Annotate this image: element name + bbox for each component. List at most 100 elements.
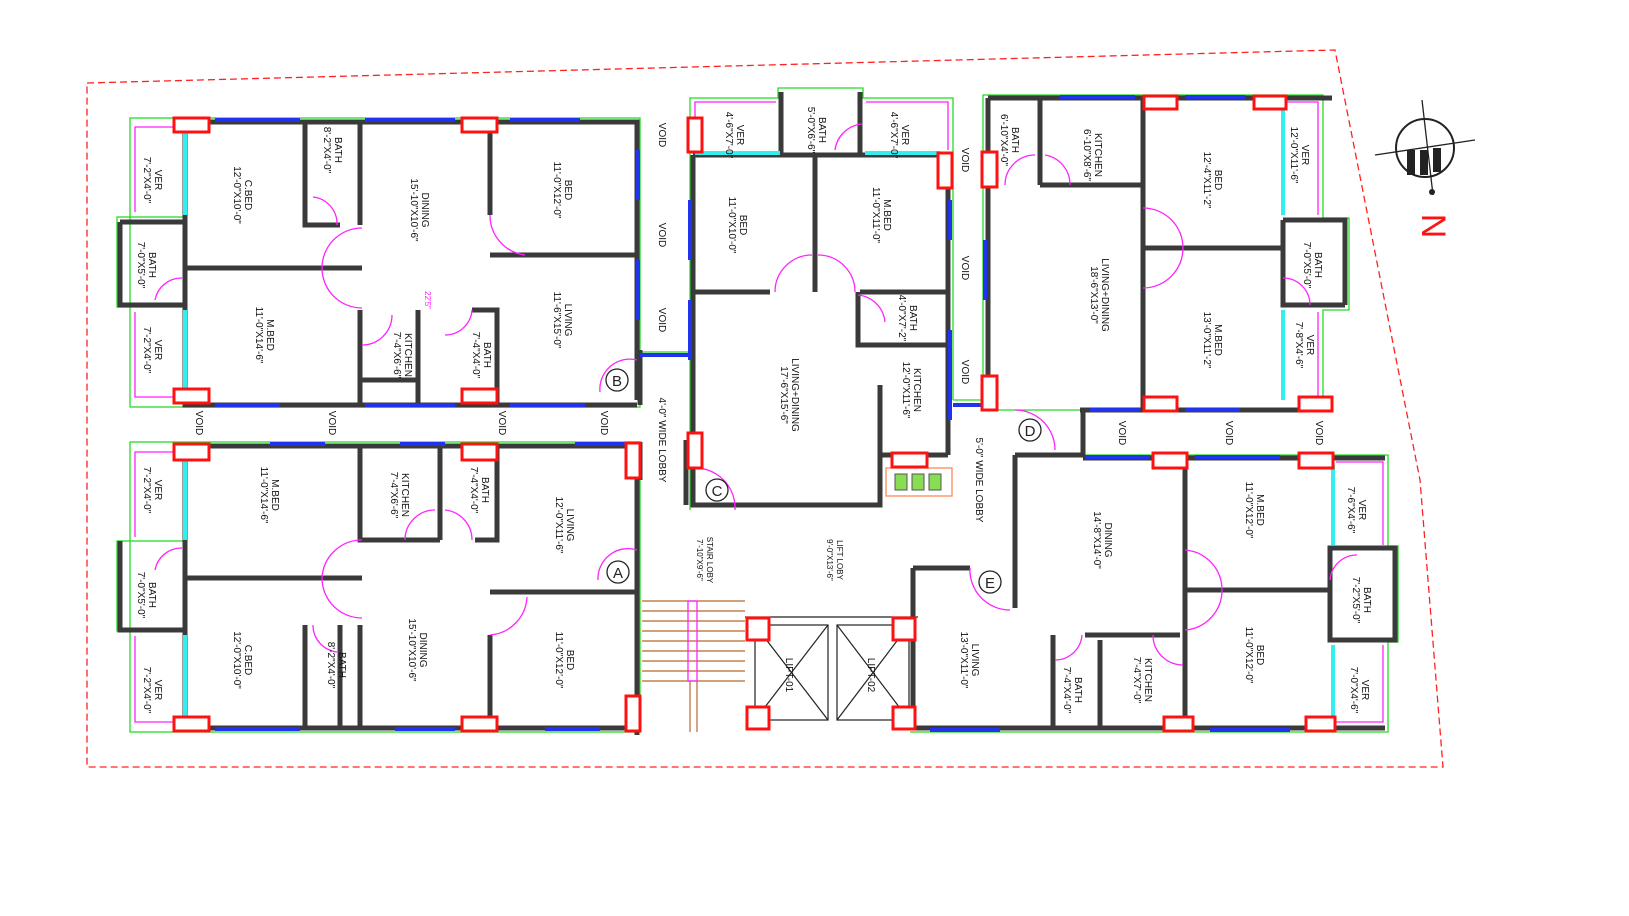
room-label-part: VER	[152, 480, 163, 501]
door-swings-part	[312, 624, 338, 653]
unit-tag-d-part: D	[1025, 423, 1036, 440]
outline-lines-part	[689, 87, 954, 510]
room-label-part: BATH	[479, 477, 490, 503]
room-label-part: VER	[152, 340, 163, 361]
room-label-part: DINING	[417, 633, 428, 668]
room-label-part: BATH	[146, 252, 157, 278]
door-swings-part	[1282, 277, 1311, 306]
columns-part	[1162, 715, 1195, 733]
unit-tag-b-part	[605, 368, 629, 392]
veranda-rails-part	[134, 126, 173, 212]
room-label-part: M.BED	[1212, 324, 1223, 356]
planters-part	[894, 473, 908, 491]
room-label-part: BATH	[1009, 127, 1020, 153]
columns	[172, 94, 1337, 733]
room-label-part: VER	[152, 680, 163, 701]
door-swings-part	[857, 294, 886, 323]
door-swings-part	[321, 227, 363, 269]
void-labels-part: VOID	[598, 411, 609, 435]
room-label-part: 7'-4"X7'-0"	[1131, 657, 1142, 704]
lift-01-label: LIFT-01	[783, 658, 794, 693]
lift-shafts-part	[754, 624, 829, 721]
room-label-part: DINING	[419, 193, 430, 228]
door-swings-part	[597, 547, 638, 581]
lift-01-label-part: LIFT-01	[783, 658, 794, 693]
unit-tag-a-part	[606, 560, 630, 584]
room-label-part: 14'-8"X14'-0"	[1091, 511, 1102, 569]
room-label-part: BATH	[332, 137, 343, 163]
room-label-part: M.BED	[264, 319, 275, 351]
door-swings-part	[321, 539, 363, 579]
door-swings-part	[1142, 247, 1184, 289]
room-label-part: DINING	[1102, 523, 1113, 558]
door-swings-part	[774, 254, 813, 293]
door-swings-part	[154, 547, 183, 571]
door-swings-part	[321, 577, 363, 619]
room-label-part: 11'-0"X10'-0"	[726, 197, 737, 254]
columns-part	[1297, 451, 1335, 470]
room-label-part: KITCHEN	[1142, 658, 1153, 702]
columns-part	[686, 116, 704, 154]
north-arrow-icon-part	[1420, 150, 1428, 175]
unit-tag-c-part: C	[712, 483, 723, 500]
room-label-part: 7'-2"X4'-0"	[141, 667, 152, 714]
door-swings-part	[312, 196, 338, 226]
room-label-part: BED	[737, 215, 748, 236]
door-swings	[154, 123, 1358, 666]
room-label-part: 7'-4"X4'-0"	[1061, 667, 1072, 714]
void-labels-part-part: VOID	[598, 411, 609, 435]
room-label-part: 7'-4"X6'-6"	[391, 332, 402, 379]
room-label-part: 4'-6"X7'-0"	[888, 112, 899, 159]
room-label-part: C.BED	[242, 180, 253, 211]
lobby-west-label: 4'-0" WIDE LOBBY	[656, 398, 667, 483]
room-label-part: C.BED	[242, 645, 253, 676]
room-label-part: 15'-10"X10'-6"	[406, 618, 417, 682]
veranda-rails-part	[134, 312, 173, 398]
room-label-part: 7'-4"X4'-0"	[470, 332, 481, 379]
dimension-annotation: 22'5"	[423, 291, 432, 309]
door-swings-part	[1014, 409, 1056, 451]
veranda-rails-part	[1283, 101, 1319, 215]
room-label-part: 17'-6"X15'-6"	[778, 366, 789, 424]
void-labels-part-part: VOID	[959, 360, 970, 384]
door-swings-part	[599, 358, 638, 393]
void-labels-part-part: VOID	[193, 411, 204, 435]
room-label-part: 11'-0"X11'-0"	[870, 187, 881, 244]
columns-part	[172, 387, 211, 405]
room-label-part: BATH	[481, 342, 492, 368]
door-swings-part	[1142, 207, 1184, 249]
unit-tag-e-part: E	[985, 575, 995, 592]
columns-part	[460, 715, 499, 733]
columns-part	[980, 374, 999, 412]
north-arrow-icon-part	[1407, 150, 1415, 175]
columns-part	[1252, 94, 1288, 111]
door-swings-part	[817, 254, 856, 293]
void-labels-part-part: VOID	[959, 256, 970, 280]
void-labels-part-part: VOID	[1313, 421, 1324, 445]
room-label-part: 18'-6"X13'-0"	[1088, 266, 1099, 324]
room-label-part: 8'-2"X4'-0"	[321, 127, 332, 174]
columns-part	[1297, 395, 1334, 413]
veranda-rails-part	[1336, 645, 1384, 723]
lift-shafts-part	[836, 624, 910, 721]
north-arrow-icon-part	[1421, 99, 1434, 196]
unit-tag-e: E	[978, 570, 1002, 594]
door-swings-part	[404, 509, 436, 541]
lift-shafts-part	[754, 624, 829, 721]
outline-lines-part	[129, 441, 641, 733]
columns-part	[460, 442, 499, 462]
